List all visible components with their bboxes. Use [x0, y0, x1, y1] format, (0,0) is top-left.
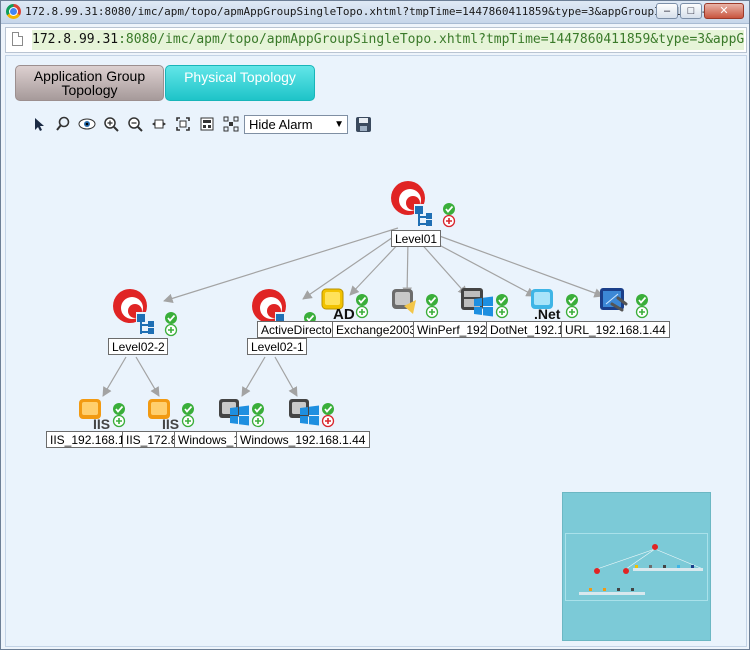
node-label-windows-192[interactable]: Windows_192.168.1.44 [236, 431, 370, 448]
node-url[interactable] [600, 288, 649, 319]
tab-application-group-topology[interactable]: Application Group Topology [15, 65, 164, 101]
topology-canvas: AD .Net [79, 181, 649, 432]
close-button[interactable]: ✕ [704, 3, 744, 19]
ad-badge-text: AD [333, 306, 355, 323]
node-windows-192[interactable] [289, 399, 335, 428]
topology-links [102, 227, 604, 397]
node-label-dotnet[interactable]: DotNet_192.1 [486, 321, 562, 338]
node-iis-172[interactable]: IIS [148, 399, 195, 432]
node-label-level02-1[interactable]: Level02-1 [247, 338, 307, 355]
node-exchange2003[interactable] [392, 289, 439, 319]
fit-icon[interactable] [150, 116, 168, 134]
node-activedirectory[interactable]: AD [321, 288, 369, 323]
alarm-select-value: Hide Alarm [249, 117, 313, 132]
node-label-iis-172[interactable]: IIS_172.8 [122, 431, 176, 448]
minimize-button[interactable]: – [656, 3, 678, 19]
node-iis-192[interactable]: IIS [79, 399, 126, 432]
save-icon[interactable] [356, 117, 371, 132]
tab-physical-topology[interactable]: Physical Topology [165, 65, 315, 101]
zoom-in-icon[interactable] [102, 116, 120, 134]
maximize-button[interactable]: □ [680, 3, 702, 19]
topology-panel: Application Group Topology Physical Topo… [5, 55, 747, 647]
fullscreen-icon[interactable] [174, 116, 192, 134]
node-dotnet[interactable]: .Net [531, 289, 579, 322]
node-label-winperf[interactable]: WinPerf_192 [413, 321, 488, 338]
dotnet-badge-text: .Net [534, 306, 561, 322]
iis-badge-text-1: IIS [93, 416, 110, 432]
title-bar: 172.8.99.31:8080/imc/apm/topo/apmAppGrou… [1, 1, 749, 24]
browser-logo-icon [6, 4, 21, 19]
alarm-select[interactable]: Hide Alarm ▼ [244, 115, 348, 134]
node-label-windows-1[interactable]: Windows_1 [174, 431, 240, 448]
node-level02-2[interactable] [113, 289, 178, 337]
node-label-url[interactable]: URL_192.168.1.44 [561, 321, 670, 338]
tab-label-line1: Application Group [33, 68, 146, 84]
chevron-down-icon: ▼ [334, 119, 344, 130]
select-pointer-icon[interactable] [30, 116, 48, 134]
eye-icon[interactable] [78, 116, 96, 134]
window-title: 172.8.99.31:8080/imc/apm/topo/apmAppGrou… [25, 5, 714, 18]
minimap-graph [579, 544, 704, 595]
zoom-out-icon[interactable] [126, 116, 144, 134]
node-winperf[interactable] [461, 288, 509, 319]
iis-badge-text-2: IIS [162, 416, 179, 432]
url-text[interactable]: 172.8.99.31:8080/imc/apm/topo/apmAppGrou… [32, 30, 744, 50]
node-label-level01[interactable]: Level01 [391, 230, 441, 247]
layout-icon[interactable] [198, 116, 216, 134]
node-label-iis-192[interactable]: IIS_192.168.1 [46, 431, 124, 448]
minimap-viewport[interactable] [565, 533, 708, 601]
node-label-level02-2[interactable]: Level02-2 [108, 338, 168, 355]
topology-icon[interactable] [222, 116, 240, 134]
search-icon[interactable] [54, 116, 72, 134]
url-path: :8080/imc/apm/topo/apmAppGroupSingleTopo… [118, 32, 744, 47]
overview-minimap[interactable] [562, 492, 711, 641]
url-host: 172.8.99.31 [32, 32, 119, 47]
node-label-exchange2003[interactable]: Exchange2003 [332, 321, 414, 338]
node-level01[interactable] [391, 181, 456, 228]
node-windows-1[interactable] [219, 399, 265, 428]
tab-label-line2: Topology [61, 82, 118, 98]
node-label-activedirectory[interactable]: ActiveDirector [257, 321, 335, 338]
address-bar[interactable]: 172.8.99.31:8080/imc/apm/topo/apmAppGrou… [5, 27, 747, 53]
page-icon [12, 32, 23, 46]
